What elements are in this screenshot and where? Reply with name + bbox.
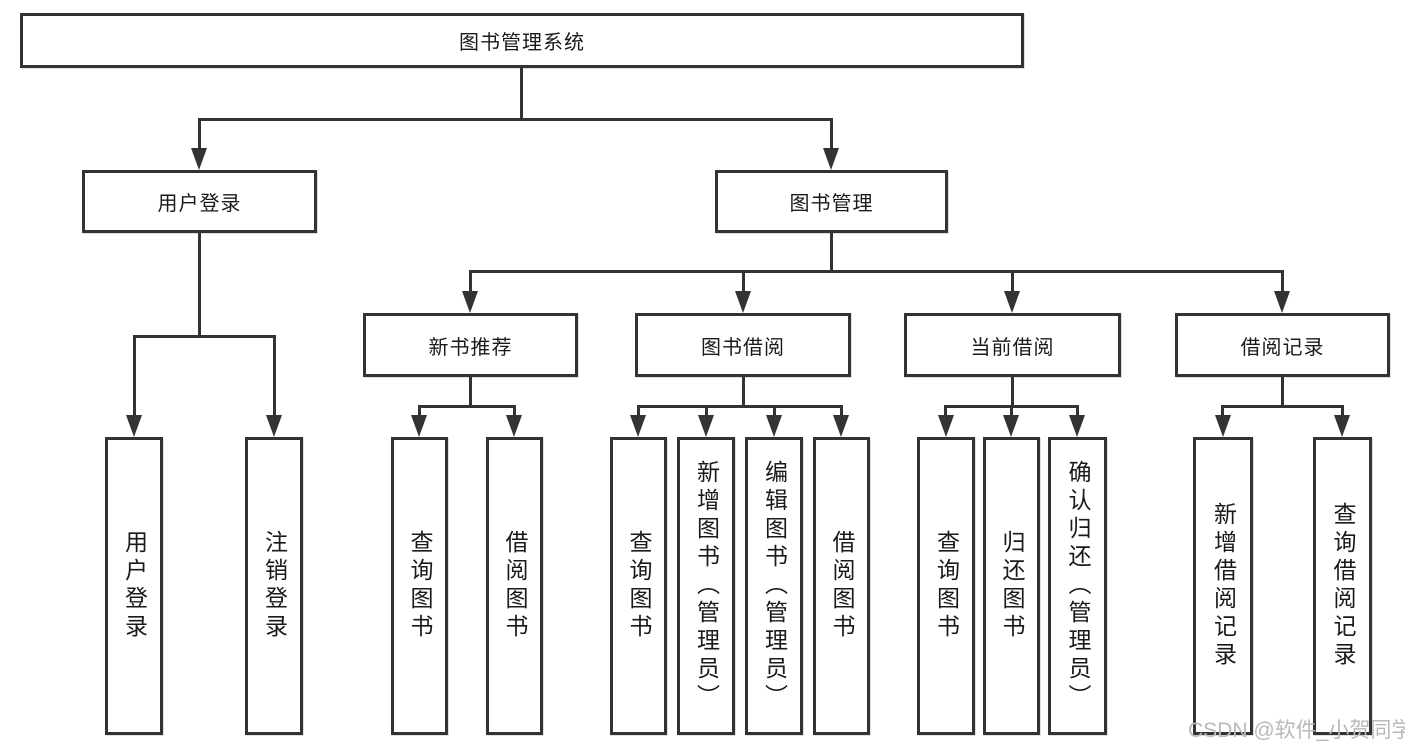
arrow-down-icon <box>191 148 207 170</box>
node-label: 用户登录 <box>121 530 148 642</box>
arrow-down-icon <box>126 415 142 437</box>
arrow-down-icon <box>735 291 751 313</box>
leaf-search-books-recommend: 查询图书 <box>391 437 448 735</box>
node-label: 借阅记录 <box>1240 336 1325 359</box>
connector <box>830 233 833 272</box>
node-label: 注销登录 <box>261 530 288 642</box>
arrow-down-icon <box>462 291 478 313</box>
leaf-return-books: 归还图书 <box>983 437 1040 735</box>
arrow-down-icon <box>1069 415 1085 437</box>
connector <box>1011 270 1014 295</box>
connector <box>705 405 708 417</box>
connector <box>637 405 843 408</box>
leaf-search-borrow-record: 查询借阅记录 <box>1313 437 1372 735</box>
arrow-down-icon <box>698 415 714 437</box>
connector <box>1076 405 1079 417</box>
connector <box>637 405 640 417</box>
connector <box>513 405 516 417</box>
connector <box>1010 405 1013 417</box>
node-library-system: 图书管理系统 <box>20 13 1024 68</box>
leaf-add-borrow-record: 新增借阅记录 <box>1193 437 1253 735</box>
node-label: 编辑图书（管理员） <box>761 460 788 712</box>
arrow-down-icon <box>1004 291 1020 313</box>
node-label: 图书管理系统 <box>459 32 585 54</box>
leaf-borrow-books-recommend: 借阅图书 <box>486 437 543 735</box>
node-label: 图书借阅 <box>701 336 785 359</box>
connector <box>944 405 947 417</box>
connector <box>198 118 833 121</box>
node-label: 新增借阅记录 <box>1210 502 1237 670</box>
connector <box>198 118 201 150</box>
arrow-down-icon <box>1003 415 1019 437</box>
node-current-borrowing: 当前借阅 <box>904 313 1121 377</box>
arrow-down-icon <box>833 415 849 437</box>
node-label: 用户登录 <box>157 193 242 215</box>
leaf-edit-books-admin: 编辑图书（管理员） <box>745 437 803 735</box>
connector <box>830 118 833 150</box>
node-book-borrowing: 图书借阅 <box>635 313 851 377</box>
connector <box>469 377 472 408</box>
node-label: 查询图书 <box>626 530 652 642</box>
node-user-login: 用户登录 <box>82 170 317 233</box>
arrow-down-icon <box>823 148 839 170</box>
connector <box>469 270 1284 273</box>
node-label: 查询图书 <box>407 530 433 642</box>
arrow-down-icon <box>630 415 646 437</box>
connector <box>198 233 201 337</box>
watermark: CSDN @软件_小贺同学 <box>1188 719 1405 742</box>
node-new-book-recommend: 新书推荐 <box>363 313 578 377</box>
leaf-add-books-admin: 新增图书（管理员） <box>677 437 735 735</box>
node-label: 新书推荐 <box>428 336 513 359</box>
connector <box>418 405 516 408</box>
connector <box>469 270 472 295</box>
connector <box>1221 405 1344 408</box>
node-label: 新增图书（管理员） <box>693 460 720 712</box>
arrow-down-icon <box>1215 415 1231 437</box>
node-label: 归还图书 <box>999 530 1025 642</box>
node-book-management: 图书管理 <box>715 170 948 233</box>
node-label: 借阅图书 <box>829 530 855 642</box>
node-label: 确认归还（管理员） <box>1065 460 1091 712</box>
connector <box>133 335 136 417</box>
connector <box>1281 270 1284 295</box>
connector <box>1221 405 1224 417</box>
arrow-down-icon <box>411 415 427 437</box>
connector <box>418 405 421 417</box>
leaf-logout: 注销登录 <box>245 437 303 735</box>
connector <box>1281 377 1284 408</box>
connector <box>1011 377 1014 408</box>
node-label: 查询图书 <box>933 530 960 642</box>
arrow-down-icon <box>1274 291 1290 313</box>
connector <box>840 405 843 417</box>
leaf-search-books-current: 查询图书 <box>917 437 975 735</box>
connector <box>133 335 276 338</box>
arrow-down-icon <box>506 415 522 437</box>
connector <box>1341 405 1344 417</box>
connector <box>773 405 776 417</box>
node-label: 借阅图书 <box>502 530 528 642</box>
arrow-down-icon <box>938 415 954 437</box>
leaf-borrow-books: 借阅图书 <box>813 437 870 735</box>
leaf-user-login: 用户登录 <box>105 437 163 735</box>
leaf-search-books-borrowing: 查询图书 <box>610 437 667 735</box>
node-label: 图书管理 <box>789 193 874 215</box>
arrow-down-icon <box>766 415 782 437</box>
node-borrowing-records: 借阅记录 <box>1175 313 1390 377</box>
leaf-confirm-return-admin: 确认归还（管理员） <box>1048 437 1107 735</box>
arrow-down-icon <box>1334 415 1350 437</box>
arrow-down-icon <box>266 415 282 437</box>
node-label: 查询借阅记录 <box>1330 502 1356 670</box>
connector <box>742 270 745 295</box>
connector <box>520 68 523 120</box>
connector <box>273 335 276 417</box>
node-label: 当前借阅 <box>970 336 1055 359</box>
connector <box>742 377 745 408</box>
